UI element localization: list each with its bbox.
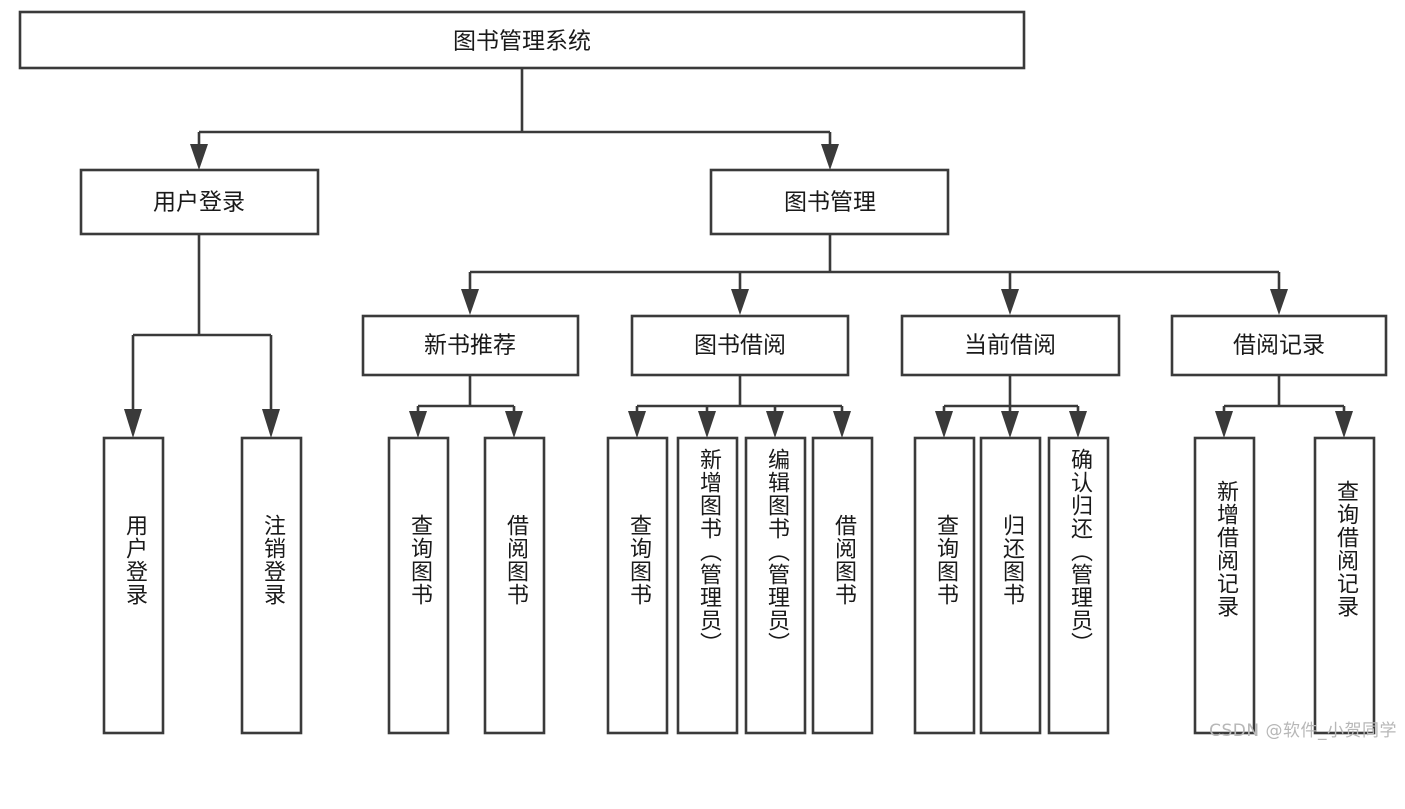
arrow-head-leaf-user-login-2 xyxy=(262,409,280,438)
node-new-book-recommend[interactable]: 新书推荐 xyxy=(361,314,580,377)
connector-group-current-borrow xyxy=(935,375,1087,438)
arrow-head-leaf-new-book-2 xyxy=(505,411,523,438)
arrow-head-leaf-borrow-record-1 xyxy=(1215,411,1233,438)
arrow-head-leaf-book-borrow-3 xyxy=(766,411,784,438)
node-book-borrow-box[interactable] xyxy=(630,314,850,377)
leaf-box-user-login-2[interactable] xyxy=(240,436,303,735)
leaf-boxes-book-borrow xyxy=(606,436,874,735)
leaf-box-user-login-1[interactable] xyxy=(102,436,165,735)
leaf-box-current-borrow-3[interactable] xyxy=(1047,436,1110,735)
leaf-box-book-borrow-4[interactable] xyxy=(811,436,874,735)
node-user-login-label: 用户登录 xyxy=(153,190,245,216)
arrow-head-leaf-current-borrow-1 xyxy=(935,411,953,438)
leaf-box-new-book-1[interactable] xyxy=(387,436,450,735)
arrow-head-leaf-borrow-record-2 xyxy=(1335,411,1353,438)
flowchart-diagram: 图书管理系统 用户登录 图书管理 新书推荐 图书借阅 当前借阅 借阅记录 xyxy=(18,10,1397,741)
connector-group-user-login xyxy=(124,234,280,438)
connector-group-root xyxy=(190,68,839,170)
watermark-credit: CSDN @软件_小贺同学 xyxy=(1209,721,1397,741)
leaf-box-new-book-2[interactable] xyxy=(483,436,546,735)
arrow-head-borrow-record xyxy=(1270,289,1288,315)
node-book-borrow-label: 图书借阅 xyxy=(694,333,786,359)
connector-group-new-book xyxy=(409,375,523,438)
arrow-head-book-borrow xyxy=(731,289,749,315)
leaf-box-current-borrow-2[interactable] xyxy=(979,436,1042,735)
arrow-head-leaf-current-borrow-3 xyxy=(1069,411,1087,438)
node-root-box[interactable] xyxy=(18,10,1026,70)
leaf-box-borrow-record-1[interactable] xyxy=(1193,436,1256,735)
arrow-head-leaf-user-login-1 xyxy=(124,409,142,438)
leaf-boxes-new-book-recommend xyxy=(387,436,546,735)
connector-group-book-borrow xyxy=(628,375,851,438)
node-current-borrow-label: 当前借阅 xyxy=(964,333,1056,359)
leaf-box-book-borrow-1[interactable] xyxy=(606,436,669,735)
arrow-head-leaf-book-borrow-1 xyxy=(628,411,646,438)
node-borrow-record-box[interactable] xyxy=(1170,314,1388,377)
node-root-book-management-system[interactable]: 图书管理系统 xyxy=(18,10,1026,70)
node-book-management-box[interactable] xyxy=(709,168,950,236)
leaf-box-current-borrow-1[interactable] xyxy=(913,436,976,735)
flowchart-canvas: 图书管理系统 用户登录 图书管理 新书推荐 图书借阅 当前借阅 借阅记录 xyxy=(18,10,1388,735)
arrow-head-book-manage xyxy=(821,144,839,170)
node-borrow-record-label: 借阅记录 xyxy=(1233,333,1325,359)
leaf-box-book-borrow-2[interactable] xyxy=(676,436,739,735)
arrow-head-user-login xyxy=(190,144,208,170)
node-current-borrow[interactable]: 当前借阅 xyxy=(900,314,1121,377)
arrow-head-current-borrow xyxy=(1001,289,1019,315)
node-book-borrow[interactable]: 图书借阅 xyxy=(630,314,850,377)
node-user-login-box[interactable] xyxy=(79,168,320,236)
leaf-box-borrow-record-2[interactable] xyxy=(1313,436,1376,735)
arrow-head-leaf-new-book-1 xyxy=(409,411,427,438)
arrow-head-leaf-book-borrow-2 xyxy=(698,411,716,438)
node-new-book-recommend-label: 新书推荐 xyxy=(424,333,516,359)
node-user-login[interactable]: 用户登录 xyxy=(79,168,320,236)
node-borrow-record[interactable]: 借阅记录 xyxy=(1170,314,1388,377)
connector-group-book-manage xyxy=(461,234,1288,315)
leaf-boxes-user-login xyxy=(102,436,303,735)
node-book-management[interactable]: 图书管理 xyxy=(709,168,950,236)
node-root-label: 图书管理系统 xyxy=(453,29,591,55)
connector-group-borrow-record xyxy=(1215,375,1353,438)
node-new-book-recommend-box[interactable] xyxy=(361,314,580,377)
node-current-borrow-box[interactable] xyxy=(900,314,1121,377)
node-book-management-label: 图书管理 xyxy=(784,190,876,216)
leaf-boxes-borrow-record xyxy=(1193,436,1376,735)
arrow-head-leaf-current-borrow-2 xyxy=(1001,411,1019,438)
leaf-box-book-borrow-3[interactable] xyxy=(744,436,807,735)
leaf-boxes-current-borrow xyxy=(913,436,1110,735)
arrow-head-leaf-book-borrow-4 xyxy=(833,411,851,438)
arrow-head-new-book xyxy=(461,289,479,315)
